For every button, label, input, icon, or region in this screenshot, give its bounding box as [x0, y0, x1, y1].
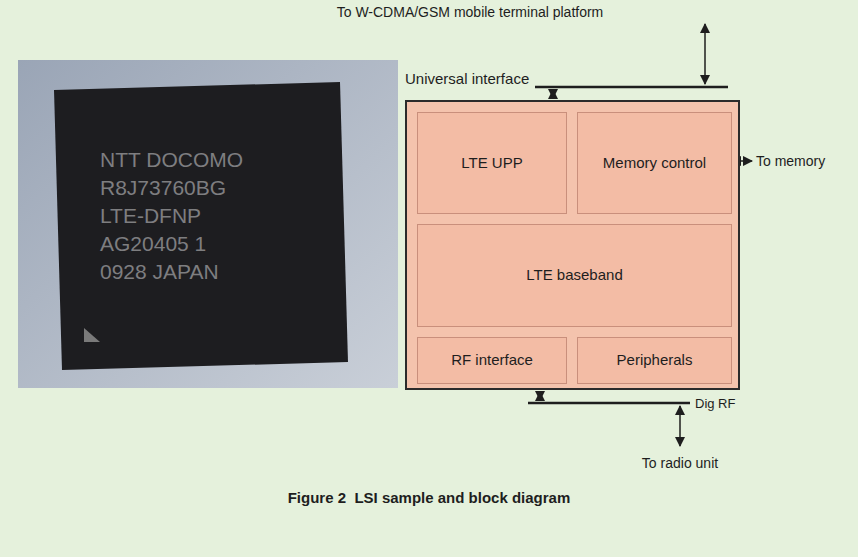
bus-line: [535, 86, 728, 89]
radio-arrow: [679, 406, 681, 446]
chip-marking: NTT DOCOMO: [100, 148, 243, 172]
endpoint-label: To memory: [756, 153, 825, 169]
endpoint-label: To W-CDMA/GSM mobile terminal platform: [337, 4, 604, 20]
function-block: Peripherals: [577, 337, 732, 384]
lsi-block: LTE UPP Memory controlLTE baseband RF inte…: [405, 100, 740, 390]
bus-label: Dig RF: [695, 396, 735, 411]
block-name: Memory control: [603, 154, 706, 173]
photo-ground: [18, 60, 398, 388]
function-block: LTE baseband: [417, 224, 732, 327]
bus-line: [528, 402, 690, 405]
function-block: Memory control: [577, 112, 732, 214]
endpoint-label: To radio unit: [642, 455, 718, 471]
block-name: LTE UPP: [461, 154, 522, 173]
block-name: LTE baseband: [526, 266, 622, 285]
chip-marking: LTE-DFNP: [100, 204, 201, 228]
chip-marking: AG20405 1: [100, 232, 206, 256]
bus-arrow: [539, 392, 541, 400]
platform-arrow: [704, 24, 706, 84]
chip-package: [54, 82, 348, 370]
chip-marking: 0928 JAPAN: [100, 260, 219, 284]
chip-marking: R8J73760BG: [100, 176, 226, 200]
bus-label: Universal interface: [405, 70, 529, 87]
figure-caption: Figure 2 LSI sample and block diagram: [288, 489, 571, 506]
block-name: RF interface: [451, 351, 533, 370]
function-block: RF interface: [417, 337, 567, 384]
block-name: Peripherals: [617, 351, 693, 370]
function-block: LTE UPP: [417, 112, 567, 214]
bus-arrow: [552, 90, 554, 98]
pin1-mark: [84, 328, 100, 342]
